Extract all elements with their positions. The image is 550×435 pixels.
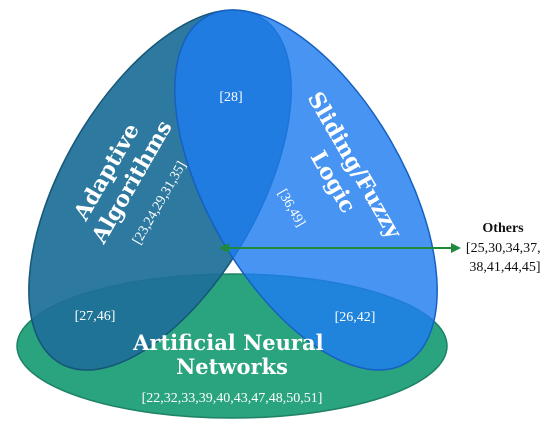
ann-label: Artificial Neural Networks	[132, 330, 331, 379]
sliding-ellipse	[174, 9, 438, 371]
others-title: Others	[482, 221, 524, 236]
others-refs: [25,30,34,37, 38,41,44,45]	[466, 241, 544, 275]
intersection-adaptive-sliding: [28]	[219, 90, 242, 105]
ann-refs: [22,32,33,39,40,43,47,48,50,51]	[142, 391, 323, 406]
intersection-adaptive-ann: [27,46]	[75, 309, 116, 324]
intersection-sliding-ann: [26,42]	[335, 310, 376, 325]
